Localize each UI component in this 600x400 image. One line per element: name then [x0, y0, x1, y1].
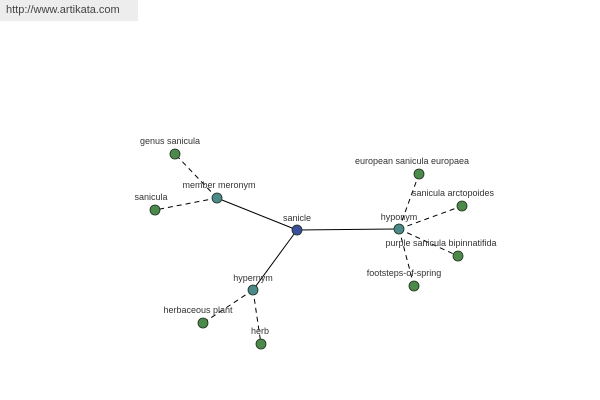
edges	[154, 153, 463, 345]
leaf-node-herb[interactable]	[255, 338, 267, 350]
leaf-label-footsteps-of-spring: footsteps-of-spring	[367, 268, 442, 278]
nodes	[149, 148, 468, 350]
leaf-node-footsteps-of-spring[interactable]	[408, 280, 420, 292]
relation-label-hypernym: hypernym	[233, 273, 273, 283]
edge-hyponym-sanicula-arctopoides	[398, 205, 463, 230]
leaf-label-genus-sanicula: genus sanicula	[140, 136, 200, 146]
edge-hypernym-herbaceous-plant	[202, 289, 254, 324]
site-url-watermark: http://www.artikata.com	[0, 0, 138, 21]
leaf-label-european-sanicula-europaea: european sanicula europaea	[355, 156, 469, 166]
relation-label-member-meronym: member meronym	[182, 180, 255, 190]
edge-member-meronym-sanicula	[154, 197, 218, 211]
edge-hyponym-purple-sanicula-bipinnatifida	[398, 228, 459, 257]
leaf-label-sanicula-arctopoides: sanicula arctopoides	[412, 188, 495, 198]
labels: sanicle member meronym genus sanicula sanic…	[134, 136, 496, 336]
edge-sanicle-hyponym	[296, 228, 400, 231]
edge-sanicle-hypernym	[252, 229, 298, 291]
relation-node-hyponym[interactable]	[393, 223, 405, 235]
leaf-node-herbaceous-plant[interactable]	[197, 317, 209, 329]
root-node-sanicle[interactable]	[291, 224, 303, 236]
leaf-node-purple-sanicula-bipinnatifida[interactable]	[452, 250, 464, 262]
edge-hypernym-herb	[252, 289, 262, 345]
edge-sanicle-member-meronym	[216, 197, 298, 231]
edge-hyponym-european-sanicula-europaea	[398, 173, 420, 230]
leaf-node-european-sanicula-europaea[interactable]	[413, 168, 425, 180]
relation-node-hypernym[interactable]	[247, 284, 259, 296]
leaf-label-purple-sanicula-bipinnatifida: purple sanicula bipinnatifida	[385, 238, 496, 248]
relation-label-hyponym: hyponym	[381, 212, 418, 222]
leaf-node-genus-sanicula[interactable]	[169, 148, 181, 160]
leaf-label-herbaceous-plant: herbaceous plant	[163, 305, 233, 315]
edge-member-meronym-genus-sanicula	[174, 153, 218, 199]
root-label-sanicle: sanicle	[283, 213, 311, 223]
leaf-label-sanicula: sanicula	[134, 192, 167, 202]
leaf-node-sanicula-arctopoides[interactable]	[456, 200, 468, 212]
leaf-label-herb: herb	[251, 326, 269, 336]
relation-node-member-meronym[interactable]	[211, 192, 223, 204]
leaf-node-sanicula[interactable]	[149, 204, 161, 216]
edge-hyponym-footsteps-of-spring	[398, 228, 415, 287]
